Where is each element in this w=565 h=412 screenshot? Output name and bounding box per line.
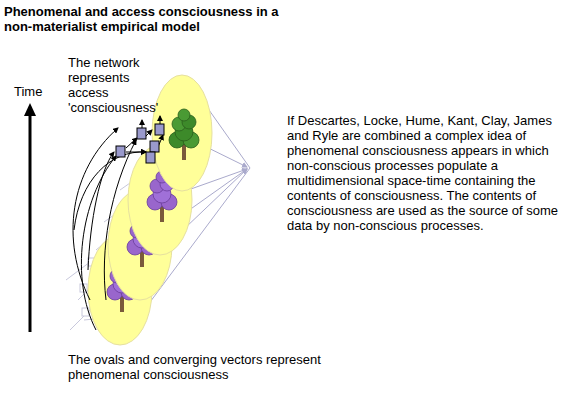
drawing-path (74, 152, 146, 230)
time-arrow (24, 103, 36, 332)
drawing-rect (146, 152, 155, 163)
drawing-path (104, 140, 136, 300)
oval-note: The ovals and converging vectors represe… (68, 352, 348, 382)
drawing-path (81, 156, 116, 330)
access-network (73, 116, 164, 330)
axis-label: Time (14, 84, 54, 99)
drawing-polygon (24, 103, 36, 116)
network-note: The network represents access 'conscious… (68, 55, 160, 115)
drawing-line (160, 116, 161, 124)
drawing-line (126, 138, 137, 148)
phenomenal-ovals (88, 75, 212, 345)
diagram-title: Phenomenal and access consciousness in a… (4, 4, 304, 34)
drawing-use (169, 109, 199, 160)
drawing-rect (116, 146, 125, 157)
drawing-rect (137, 128, 146, 139)
explanation-text: If Descartes, Locke, Hume, Kant, Clay, J… (287, 113, 559, 233)
drawing-line (142, 120, 143, 128)
drawing-ellipse (152, 75, 212, 191)
drawing-line (146, 130, 152, 136)
drawing-path (73, 128, 118, 300)
drawing-rect (150, 141, 159, 152)
drawing-rect (155, 124, 164, 135)
drawing-line (29, 112, 32, 332)
drawing-line (126, 152, 146, 153)
